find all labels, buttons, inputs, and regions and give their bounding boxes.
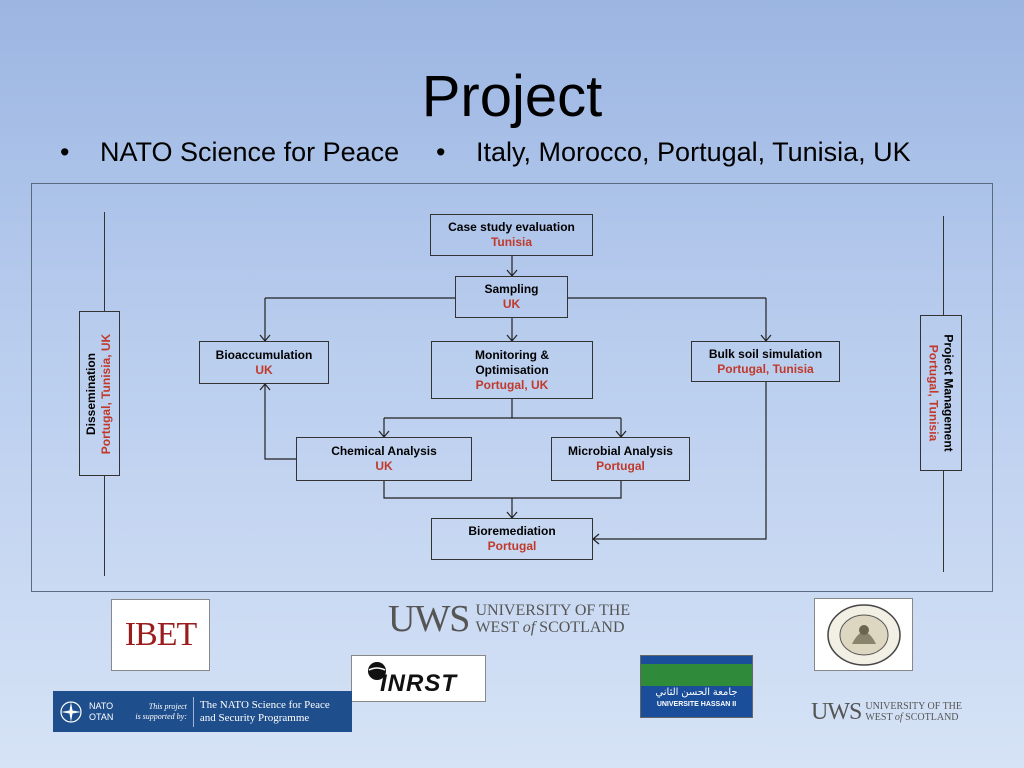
- chemical-analysis-box: Chemical Analysis UK: [296, 437, 472, 481]
- microbial-analysis-partner: Portugal: [596, 459, 645, 473]
- sampling-box: Sampling UK: [455, 276, 568, 318]
- uws-logo-small: UWS UNIVERSITY OF THE WEST of SCOTLAND: [811, 698, 967, 726]
- hassan-arabic: جامعة الحسن الثاني: [655, 686, 738, 698]
- chemical-analysis-label: Chemical Analysis: [331, 444, 437, 458]
- bullet-text: Italy, Morocco, Portugal, Tunisia, UK: [476, 137, 911, 167]
- microbial-analysis-label: Microbial Analysis: [568, 444, 673, 458]
- chemical-analysis-partner: UK: [375, 459, 393, 473]
- bioaccumulation-box: Bioaccumulation UK: [199, 341, 329, 384]
- case-study-box: Case study evaluation Tunisia: [430, 214, 593, 256]
- case-study-label: Case study evaluation: [448, 220, 575, 234]
- arrowhead: [592, 533, 600, 545]
- inrst-wordmark: INRST: [380, 669, 457, 697]
- cattolica-logo: [814, 598, 913, 671]
- bulk-soil-partner: Portugal, Tunisia: [717, 361, 814, 376]
- uws-logo-main: UWS UNIVERSITY OF THE WEST of SCOTLAND: [388, 598, 638, 640]
- hassan-latin: UNIVERSITE HASSAN II: [656, 700, 737, 708]
- dissemination-box: Dissemination Portugal, Tunisia, UK: [79, 311, 120, 476]
- sampling-label: Sampling: [484, 282, 539, 296]
- project-management-box: Project Management Portugal, Tunisia: [920, 315, 962, 471]
- nato-programme: The NATO Science for Peace and Security …: [200, 699, 330, 725]
- inrst-globe-icon: [368, 662, 386, 680]
- uws-mark: UWS: [388, 598, 470, 640]
- bulk-soil-label: Bulk soil simulation: [708, 346, 823, 361]
- nato-programme-line2: and Security Programme: [199, 711, 310, 724]
- nato-support: This project is supported by:: [135, 702, 187, 722]
- nato-badge-en: NATO: [89, 700, 114, 711]
- monitoring-label: Monitoring &: [475, 347, 549, 362]
- bullet-dot: •: [60, 137, 70, 167]
- bioaccumulation-label: Bioaccumulation: [215, 347, 313, 362]
- bullet-item-2: • Italy, Morocco, Portugal, Tunisia, UK: [436, 134, 911, 170]
- hassan-green-band: [641, 663, 752, 686]
- sampling-partner: UK: [502, 297, 521, 311]
- diagram-frame: [31, 183, 993, 592]
- monitoring-partner: Portugal, UK: [475, 377, 549, 392]
- bullet-dot: •: [436, 137, 446, 167]
- right-side-line-top: [943, 216, 944, 315]
- uws-small-line2: WEST of SCOTLAND: [865, 712, 959, 723]
- slide-title: Project: [421, 64, 603, 129]
- uws-text: UNIVERSITY OF THE WEST of SCOTLAND: [475, 602, 630, 636]
- monitoring-box: Monitoring & Optimisation Portugal, UK: [431, 341, 593, 399]
- uws-small-mark: UWS: [811, 698, 862, 725]
- uws-small-line1: UNIVERSITY OF THE: [865, 701, 963, 712]
- connector-analyses-merge: [383, 481, 622, 499]
- bioremediation-box: Bioremediation Portugal: [431, 518, 593, 560]
- nato-badge: NATO OTAN: [89, 701, 113, 723]
- hassan-logo: جامعة الحسن الثاني UNIVERSITE HASSAN II: [640, 655, 753, 718]
- uws-line2: WEST of SCOTLAND: [475, 619, 625, 636]
- nato-support-line1: This project: [148, 701, 187, 711]
- ibet-wordmark: IBET: [124, 616, 198, 653]
- cattolica-seal-icon: [826, 603, 901, 666]
- bullet-text: NATO Science for Peace: [100, 137, 400, 167]
- monitoring-label-line2: Optimisation: [475, 362, 549, 377]
- bioremediation-label: Bioremediation: [468, 524, 556, 538]
- nato-star-icon: [60, 700, 82, 723]
- bulk-soil-box: Bulk soil simulation Portugal, Tunisia: [691, 341, 840, 382]
- connector-bulk-to-bioremediation: [593, 382, 767, 540]
- bioremediation-partner: Portugal: [487, 539, 537, 553]
- ibet-logo: IBET: [111, 599, 210, 671]
- nato-support-line2: is supported by:: [135, 711, 187, 721]
- bioaccumulation-partner: UK: [255, 362, 273, 377]
- uws-small-text: UNIVERSITY OF THE WEST of SCOTLAND: [865, 701, 962, 723]
- connector-chemical-to-bioaccumulation: [264, 384, 296, 460]
- left-side-line-top: [104, 212, 105, 311]
- nato-programme-line1: The NATO Science for Peace: [199, 698, 330, 711]
- bullet-item-1: • NATO Science for Peace: [60, 134, 399, 170]
- inrst-logo: INRST: [351, 655, 486, 702]
- nato-badge-fr: OTAN: [89, 711, 114, 722]
- nato-divider: [192, 696, 194, 727]
- right-side-line-bottom: [943, 471, 944, 572]
- arrowhead: [259, 383, 271, 391]
- case-study-partner: Tunisia: [490, 235, 533, 249]
- left-side-line-bottom: [104, 476, 105, 576]
- nato-science-logo: NATO OTAN This project is supported by: …: [53, 691, 352, 732]
- microbial-analysis-box: Microbial Analysis Portugal: [551, 437, 690, 481]
- uws-line1: UNIVERSITY OF THE: [475, 602, 631, 619]
